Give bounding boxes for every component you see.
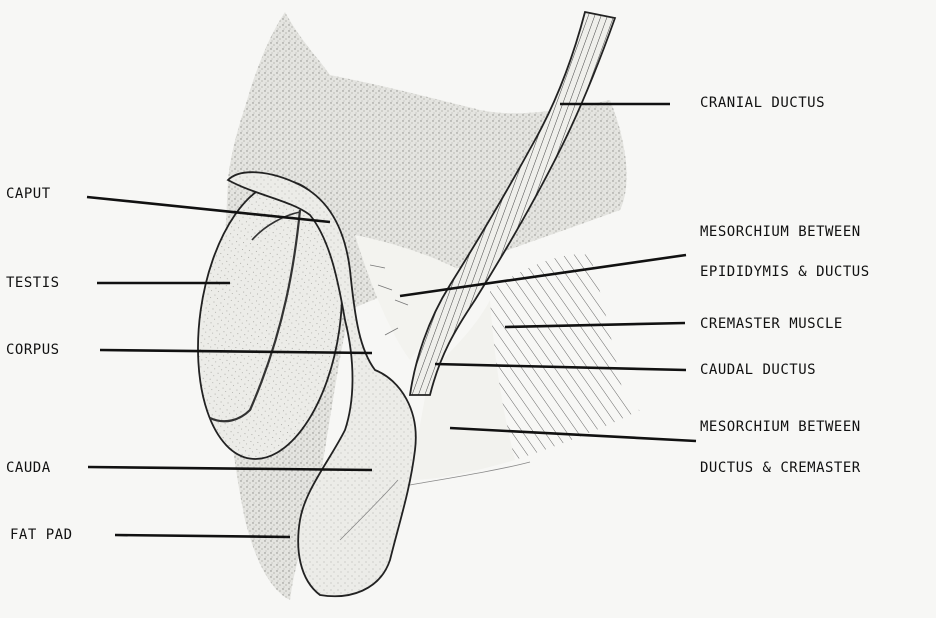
label-cauda: CAUDA	[6, 460, 51, 476]
label-mesorchium-cremaster-line1: MESORCHIUM BETWEEN	[700, 419, 861, 435]
label-caudal-ductus: CAUDAL DUCTUS	[700, 362, 816, 378]
cremaster-muscle	[490, 254, 640, 460]
label-cremaster-muscle: CREMASTER MUSCLE	[700, 316, 843, 332]
label-fat-pad: FAT PAD	[10, 527, 73, 543]
label-mesorchium-epididymis-line2: EPIDIDYMIS & DUCTUS	[700, 264, 870, 280]
label-mesorchium-epididymis-line1: MESORCHIUM BETWEEN	[700, 224, 861, 240]
label-corpus: CORPUS	[6, 342, 60, 358]
label-mesorchium-cremaster-line2: DUCTUS & CREMASTER	[700, 460, 861, 476]
label-caput: CAPUT	[6, 186, 51, 202]
label-cranial-ductus: CRANIAL DUCTUS	[700, 95, 825, 111]
label-testis: TESTIS	[6, 275, 60, 291]
